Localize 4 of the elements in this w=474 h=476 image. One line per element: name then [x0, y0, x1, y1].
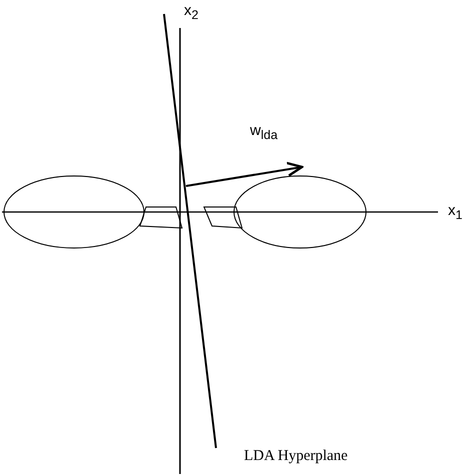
vector-label: w$_{lda}$ [250, 122, 278, 142]
axis-label: x$_{2}$ [184, 2, 198, 22]
axis-label: x$_{1}$ [448, 202, 462, 222]
hyperplane-label: LDA Hyperplane [244, 448, 348, 465]
